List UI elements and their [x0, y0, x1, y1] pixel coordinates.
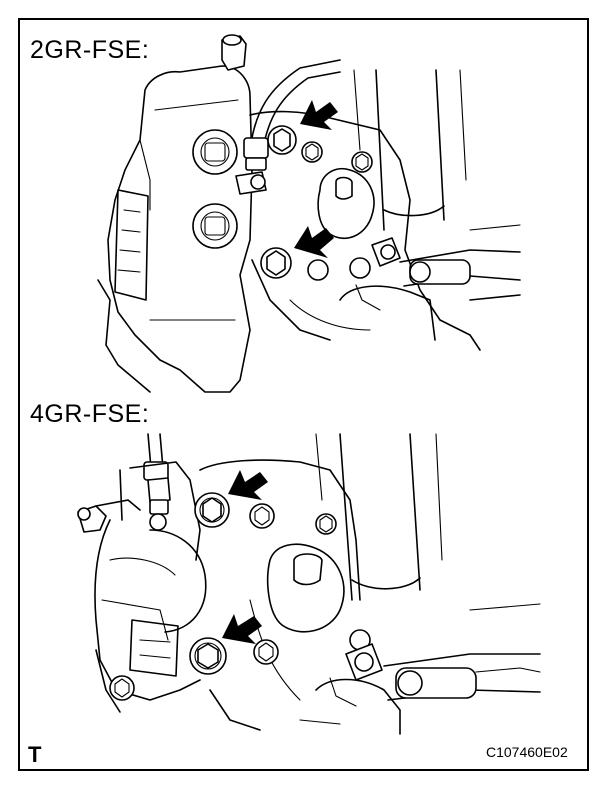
figure-frame	[18, 18, 589, 771]
engine-variant-label-top: 2GR-FSE:	[30, 36, 150, 64]
bottom-callout-arrows	[222, 470, 268, 644]
top-callout-arrows	[294, 100, 338, 258]
corner-letter: T	[28, 742, 42, 767]
top-illustration	[97, 34, 521, 393]
arrow-upper-bolt-4gr	[228, 470, 268, 500]
figure-code: C107460E02	[486, 744, 568, 760]
arrow-upper-bolt-2gr	[300, 100, 338, 130]
arrow-lower-bolt-4gr	[222, 614, 262, 644]
arrow-lower-bolt-2gr	[294, 226, 334, 258]
engine-variant-label-bottom: 4GR-FSE:	[30, 400, 150, 428]
bottom-illustration	[77, 433, 541, 735]
